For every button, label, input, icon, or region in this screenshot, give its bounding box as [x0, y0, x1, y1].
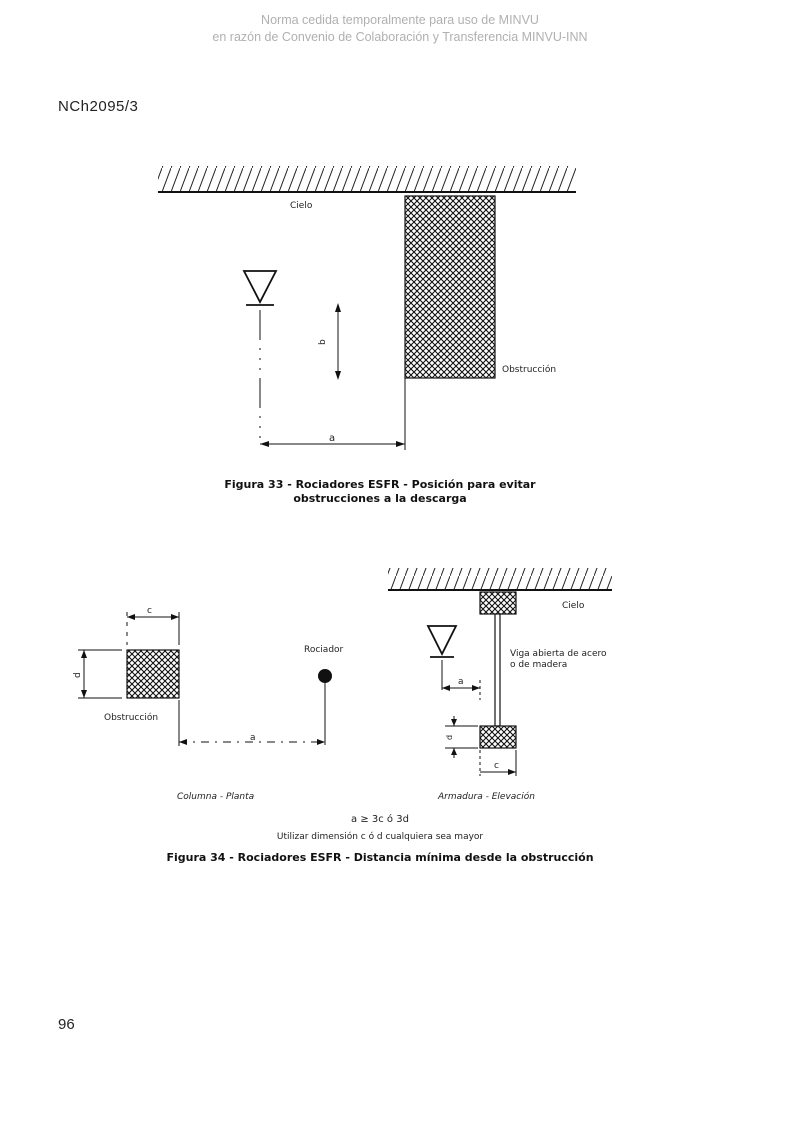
column-obstruction-block	[126, 649, 180, 699]
sprinkler-icon-elev	[426, 625, 458, 658]
dimension-a: a	[260, 378, 406, 450]
sprinkler-icon	[242, 270, 278, 306]
figure-34-elevation: Cielo Viga abierta de acero o de madera …	[388, 568, 612, 802]
page-number: 96	[58, 1016, 75, 1033]
figure-33-caption-line-2: obstrucciones a la descarga	[293, 492, 467, 505]
svg-text:d: d	[73, 672, 83, 678]
obstruction-label-plan: Obstrucción	[104, 712, 158, 723]
figure-34-caption: Figura 34 - Rociadores ESFR - Distancia …	[166, 851, 594, 864]
truss-bottom-chord	[479, 725, 517, 749]
svg-text:d: d	[445, 735, 454, 740]
figure-33-caption: Figura 33 - Rociadores ESFR - Posición p…	[200, 478, 560, 506]
svg-text:c: c	[494, 761, 499, 771]
dimension-d-elev: d	[445, 716, 478, 758]
watermark-line-1: Norma cedida temporalmente para uso de M…	[261, 13, 539, 27]
ceiling-hatch-elev	[388, 568, 612, 590]
svg-text:a: a	[458, 677, 464, 687]
watermark-line-2: en razón de Convenio de Colaboración y T…	[212, 30, 588, 44]
beam-label-1: Viga abierta de acero	[510, 649, 607, 659]
svg-text:b: b	[318, 339, 328, 345]
caption-elevation: Armadura - Elevación	[437, 791, 535, 802]
truss-web	[494, 613, 501, 727]
dimension-d: d	[73, 649, 122, 699]
svg-text:a: a	[250, 733, 256, 743]
figure-33-caption-line-1: Figura 33 - Rociadores ESFR - Posición p…	[224, 478, 536, 491]
sprinkler-label: Rociador	[304, 645, 344, 655]
dimension-c: c	[126, 606, 180, 645]
figure-34-note: Utilizar dimensión c ó d cualquiera sea …	[276, 832, 484, 842]
figure-33: Cielo Obstrucción b a	[158, 166, 576, 450]
dimension-a-elev: a	[442, 677, 481, 700]
dimension-c-elev: c	[479, 750, 517, 776]
ceiling-label-elev: Cielo	[562, 601, 585, 611]
truss-top-chord	[479, 591, 517, 615]
svg-text:a: a	[329, 433, 335, 444]
obstruction-block	[404, 195, 496, 379]
obstruction-label: Obstrucción	[502, 364, 556, 375]
formula: a ≥ 3c ó 3d	[351, 814, 409, 825]
caption-plan: Columna - Planta	[177, 792, 254, 802]
svg-text:c: c	[147, 606, 152, 616]
dimension-a-plan: a	[178, 700, 325, 746]
ceiling-label: Cielo	[290, 201, 313, 211]
beam-label-2: o de madera	[510, 660, 567, 670]
ceiling-hatch	[158, 166, 576, 192]
sprinkler-dot-icon	[318, 669, 332, 683]
figure-34-plan: c d Obstrucción Rociador a Columna - Pla…	[73, 606, 344, 802]
dimension-b: b	[318, 303, 341, 380]
document-code: NCh2095/3	[58, 98, 139, 115]
